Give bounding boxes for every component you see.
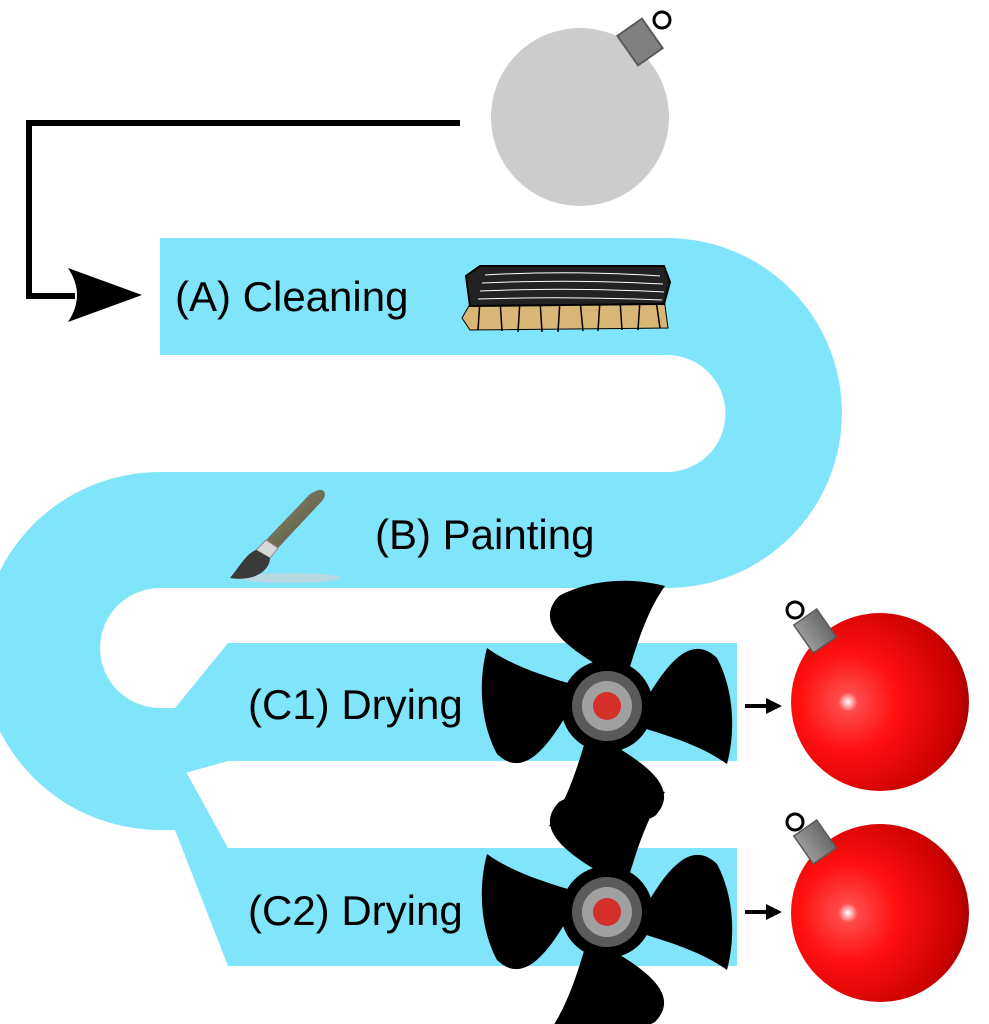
- output-arrow-c1: [745, 698, 782, 714]
- arrowhead-icon: [766, 698, 782, 714]
- paintbrush-icon: [230, 489, 340, 583]
- output-ornament-2: [785, 812, 969, 1002]
- input-ornament: [491, 10, 672, 206]
- ornament-loop: [785, 812, 805, 832]
- track-segment-a: [0, 238, 842, 830]
- ornament-cap: [792, 607, 838, 655]
- stage-label-a: (A) Cleaning: [175, 273, 408, 320]
- output-ornament-1: [785, 600, 969, 791]
- ornament-icon: [791, 613, 969, 791]
- feed-arrow: [26, 120, 460, 322]
- arrowhead-icon: [68, 268, 142, 322]
- ornament-cap: [792, 818, 838, 866]
- fan-icon: [481, 786, 733, 1024]
- ornament-cap: [615, 17, 665, 67]
- stage-label-c1: (C1) Drying: [248, 681, 463, 728]
- brush-icon: [461, 265, 672, 333]
- stage-label-c2: (C2) Drying: [248, 887, 463, 934]
- ornament-icon: [791, 824, 969, 1002]
- conveyor-track: [0, 238, 842, 966]
- stage-label-b: (B) Painting: [375, 511, 594, 558]
- ornament-icon: [491, 28, 669, 206]
- ornament-loop: [652, 10, 672, 30]
- ornament-loop: [785, 600, 805, 620]
- output-arrow-c2: [745, 904, 782, 920]
- arrowhead-icon: [766, 904, 782, 920]
